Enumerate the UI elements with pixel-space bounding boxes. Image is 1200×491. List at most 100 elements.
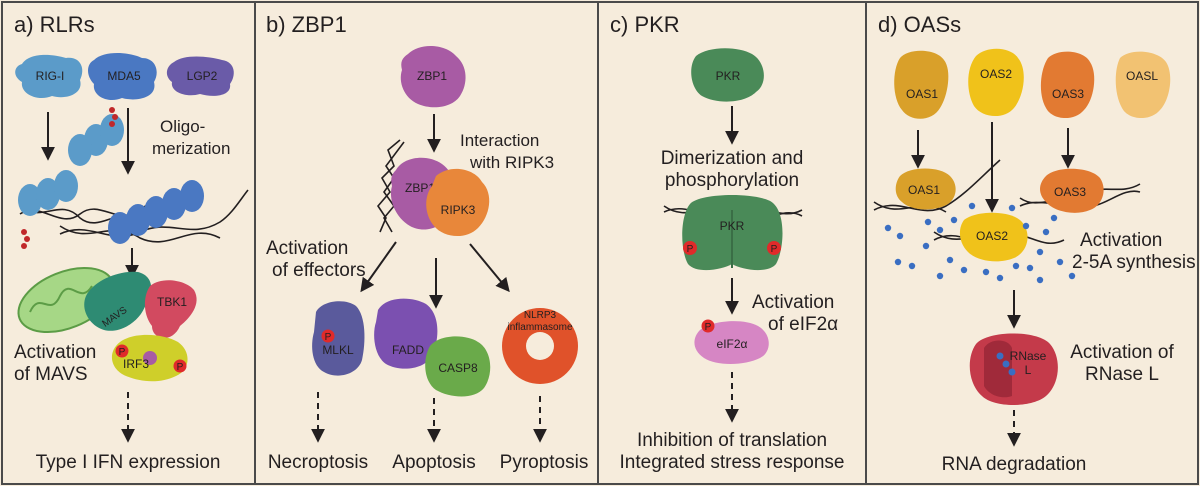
- 2-5a-molecules: [884, 202, 1076, 284]
- casp8-label: CASP8: [438, 361, 478, 375]
- oas2-active: [959, 212, 1028, 262]
- eif2a-label: eIF2α: [717, 337, 748, 351]
- activation-rnasel-label-2: RNase L: [1085, 364, 1159, 385]
- necroptosis-outcome: Necroptosis: [268, 452, 368, 473]
- mlkl-p: P: [325, 332, 332, 343]
- irf3-label: IRF3: [123, 357, 149, 371]
- activation-effectors-label-1: Activation: [266, 238, 348, 259]
- irf3-p-1: P: [119, 347, 126, 358]
- oas2-label: OAS2: [980, 67, 1012, 81]
- dna-helix-a2: [59, 189, 249, 243]
- type-i-ifn-expression: Type I IFN expression: [36, 452, 221, 473]
- panel-d-oass: d) OASs OAS1 OAS2 OAS3 OASL OAS1 OAS2 OA…: [873, 12, 1196, 475]
- 2-5a-dot: [884, 224, 892, 232]
- inhibition-translation: Inhibition of translation: [637, 430, 827, 451]
- necroptosis-path-arrow: [360, 241, 397, 293]
- activation-eif2a-label-1: Activation: [752, 292, 834, 313]
- panel-b-zbp1: b) ZBP1 ZBP1 Interaction with RIPK3 ZBP1…: [266, 12, 588, 473]
- oligomerization-label-2: merization: [152, 139, 230, 158]
- mlkl-label: MLKL: [322, 343, 354, 357]
- oas3-active: [1040, 168, 1104, 213]
- 2-5a-dot: [936, 226, 944, 234]
- ripk3-label: RIPK3: [441, 203, 476, 217]
- integrated-stress-response: Integrated stress response: [620, 452, 845, 473]
- 2-5a-dot: [1026, 264, 1034, 272]
- panel-c-title: c) PKR: [610, 12, 680, 37]
- zbp1-protein-top: [400, 45, 466, 108]
- rnase-l-subunit: [984, 340, 1012, 398]
- oas3-active-label: OAS3: [1054, 185, 1086, 199]
- 2-5a-dot: [946, 256, 954, 264]
- rna-degradation-outcome: RNA degradation: [942, 454, 1087, 475]
- panel-c-pkr: c) PKR PKR Dimerization and phosphorylat…: [610, 12, 844, 473]
- panel-d-title: d) OASs: [878, 12, 961, 37]
- 2-5a-dot: [960, 266, 968, 274]
- eif2a-phospho: [701, 319, 715, 333]
- zbp1-label-complex: ZBP1: [405, 181, 435, 195]
- activation-mavs-label-1: Activation: [14, 342, 96, 363]
- zbp1-label-top: ZBP1: [417, 69, 447, 83]
- pkr-protein-top: [691, 48, 764, 102]
- eif2a-p: P: [705, 322, 712, 333]
- rna-5ppp-marks: [21, 107, 118, 249]
- dimerization-label-2: phosphorylation: [665, 170, 799, 191]
- oas1-active: [895, 168, 956, 210]
- 2-5a-dot: [1036, 248, 1044, 256]
- eif2a-protein: [694, 321, 769, 364]
- nlrp3-label-1: NLRP3: [524, 310, 557, 321]
- activation-eif2a-label-2: of eIF2α: [768, 314, 838, 335]
- 2-5a-dot: [936, 272, 944, 280]
- activation-mavs-label-2: of MAVS: [14, 364, 88, 385]
- pkr-phospho-2: [767, 241, 781, 255]
- dimerization-label-1: Dimerization and: [661, 148, 804, 169]
- casp8-protein: [425, 336, 491, 397]
- pkr-p-2: P: [771, 244, 778, 255]
- 2-5a-dot: [1008, 204, 1016, 212]
- apoptosis-outcome: Apoptosis: [392, 452, 475, 473]
- 2-5a-dot: [894, 258, 902, 266]
- 2-5a-dot: [1022, 222, 1030, 230]
- oas1-protein: [894, 50, 949, 119]
- nlrp3-label-2: inflammasome: [507, 322, 572, 333]
- oasl-label: OASL: [1126, 69, 1158, 83]
- oligomerization-label-1: Oligo-: [160, 117, 205, 136]
- interaction-label-2: with RIPK3: [469, 153, 554, 172]
- ripk3-protein: [426, 168, 490, 237]
- pkr-p-1: P: [687, 244, 694, 255]
- oas2-protein: [968, 48, 1024, 117]
- interaction-label-1: Interaction: [460, 131, 539, 150]
- 2-5a-dot: [908, 262, 916, 270]
- pkr-phospho-1: [683, 241, 697, 255]
- mlkl-protein: [312, 301, 365, 376]
- 2-5a-dot: [950, 216, 958, 224]
- rig-i-filament: [18, 114, 124, 216]
- irf3-p-2: P: [177, 362, 184, 373]
- mda5-label: MDA5: [107, 69, 141, 83]
- 2-5a-dot: [896, 232, 904, 240]
- panel-b-title: b) ZBP1: [266, 12, 347, 37]
- oas1-label: OAS1: [906, 87, 938, 101]
- mlkl-phospho: [321, 329, 335, 343]
- activation-2-5a-label-2: 2-5A synthesis: [1072, 252, 1196, 273]
- rnase-l-2-5a-1: [996, 352, 1004, 360]
- rnase-l-label-2: L: [1025, 363, 1032, 377]
- 2-5a-dot: [1036, 276, 1044, 284]
- activation-2-5a-label-1: Activation: [1080, 230, 1162, 251]
- mda5-filament: [108, 180, 204, 244]
- 2-5a-dot: [982, 268, 990, 276]
- rnase-l-2-5a-3: [1008, 368, 1016, 376]
- activation-effectors-label-2: of effectors: [272, 260, 366, 281]
- 2-5a-dot: [968, 202, 976, 210]
- irf3-phospho-1: [115, 344, 129, 358]
- z-dna: [376, 139, 405, 233]
- 2-5a-dot: [1050, 214, 1058, 222]
- tbk1-label: TBK1: [157, 295, 187, 309]
- 2-5a-dot: [922, 242, 930, 250]
- oas1-active-label: OAS1: [908, 183, 940, 197]
- irf3-dimer-mark: [143, 351, 157, 365]
- 2-5a-dot: [1042, 228, 1050, 236]
- 2-5a-dot: [996, 274, 1004, 282]
- tbk1-protein: [144, 280, 197, 339]
- nlrp3-inflammasome: [502, 308, 578, 384]
- oas2-active-label: OAS2: [976, 229, 1008, 243]
